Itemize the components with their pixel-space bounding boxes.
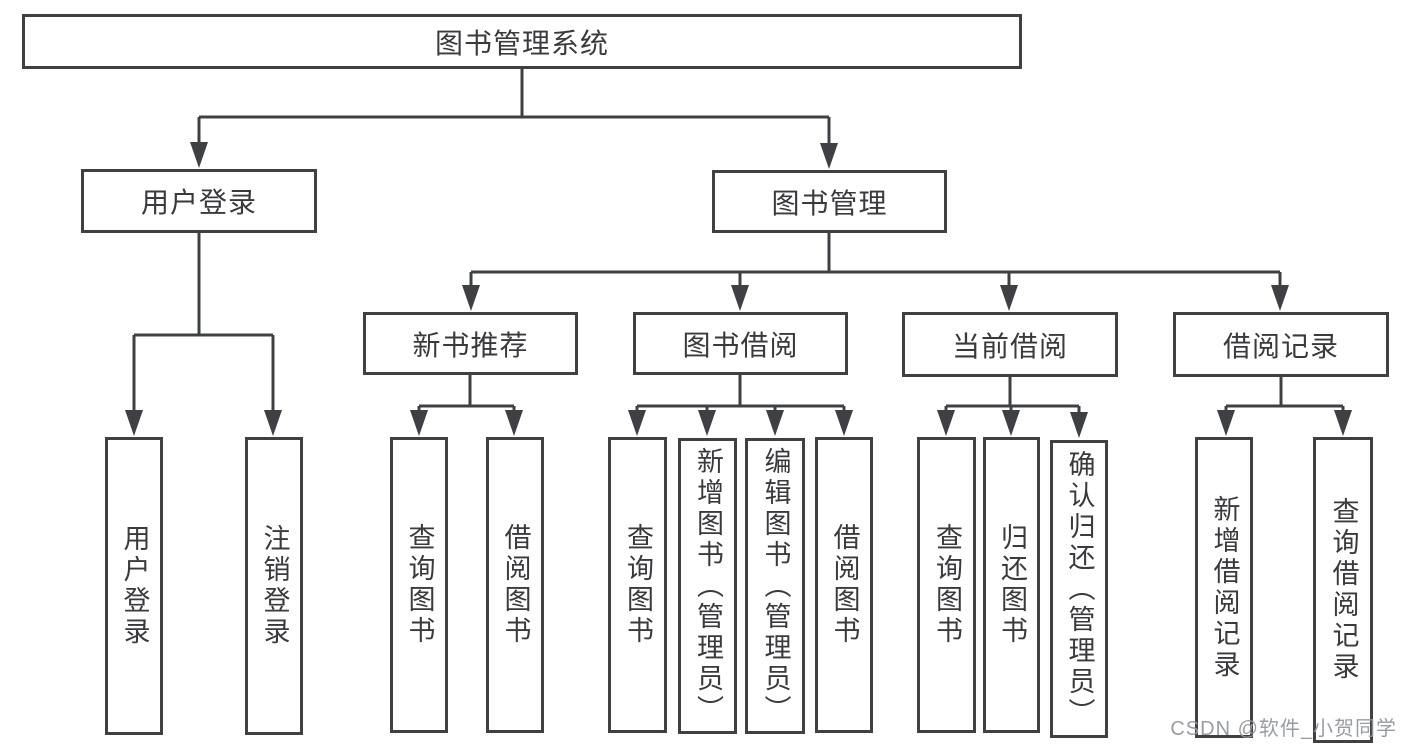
node-label: 编辑图书（管理员）	[760, 446, 791, 726]
node-module-new-book-recommend: 新书推荐	[363, 312, 578, 375]
node-label: 借阅记录	[1222, 330, 1339, 362]
node-label: 新增借阅记录	[1209, 494, 1240, 681]
node-label: 图书借阅	[682, 329, 799, 361]
node-label: 图书管理	[771, 187, 888, 219]
node-label: 借阅图书	[500, 523, 531, 647]
node-branch-book-management: 图书管理	[712, 170, 947, 233]
node-label: 借阅图书	[829, 523, 860, 647]
node-label: 图书管理系统	[434, 27, 609, 59]
node-label: 用户登录	[140, 187, 257, 218]
node-leaf-newbooks-borrow-books: 借阅图书	[486, 437, 544, 733]
node-label: 新增图书（管理员）	[693, 446, 723, 726]
node-module-borrowing-records: 借阅记录	[1173, 312, 1389, 377]
node-leaf-current-return-books: 归还图书	[983, 437, 1040, 733]
node-module-book-borrowing: 图书借阅	[633, 312, 848, 375]
node-leaf-borrowing-borrow-books: 借阅图书	[815, 437, 873, 733]
node-label: 查询图书	[623, 523, 653, 647]
node-leaf-current-confirm-return-admin: 确认归还（管理员）	[1050, 440, 1108, 738]
node-leaf-user-login: 用户登录	[105, 437, 163, 735]
node-branch-user-login: 用户登录	[81, 169, 317, 233]
node-label: 注销登录	[259, 524, 290, 648]
watermark: CSDN @软件_小贺同学	[1170, 718, 1397, 740]
node-root: 图书管理系统	[22, 14, 1022, 69]
node-leaf-current-query-books: 查询图书	[917, 437, 976, 733]
node-label: 新书推荐	[412, 329, 529, 361]
node-leaf-records-add-record: 新增借阅记录	[1195, 437, 1253, 738]
node-leaf-records-query-record: 查询借阅记录	[1313, 437, 1373, 743]
node-label: 归还图书	[997, 523, 1027, 647]
node-leaf-borrowing-add-books-admin: 新增图书（管理员）	[678, 438, 737, 734]
node-leaf-borrowing-query-books: 查询图书	[608, 437, 667, 733]
node-leaf-newbooks-query-books: 查询图书	[390, 437, 448, 733]
node-leaf-logout: 注销登录	[245, 437, 303, 735]
node-leaf-borrowing-edit-books-admin: 编辑图书（管理员）	[745, 438, 805, 734]
node-module-current-borrowing: 当前借阅	[902, 312, 1118, 377]
node-label: 用户登录	[119, 524, 150, 648]
node-label: 查询图书	[932, 523, 962, 647]
node-label: 查询图书	[404, 523, 435, 647]
node-label: 当前借阅	[951, 330, 1068, 362]
node-label: 确认归还（管理员）	[1064, 449, 1095, 729]
node-label: 查询借阅记录	[1328, 497, 1359, 683]
